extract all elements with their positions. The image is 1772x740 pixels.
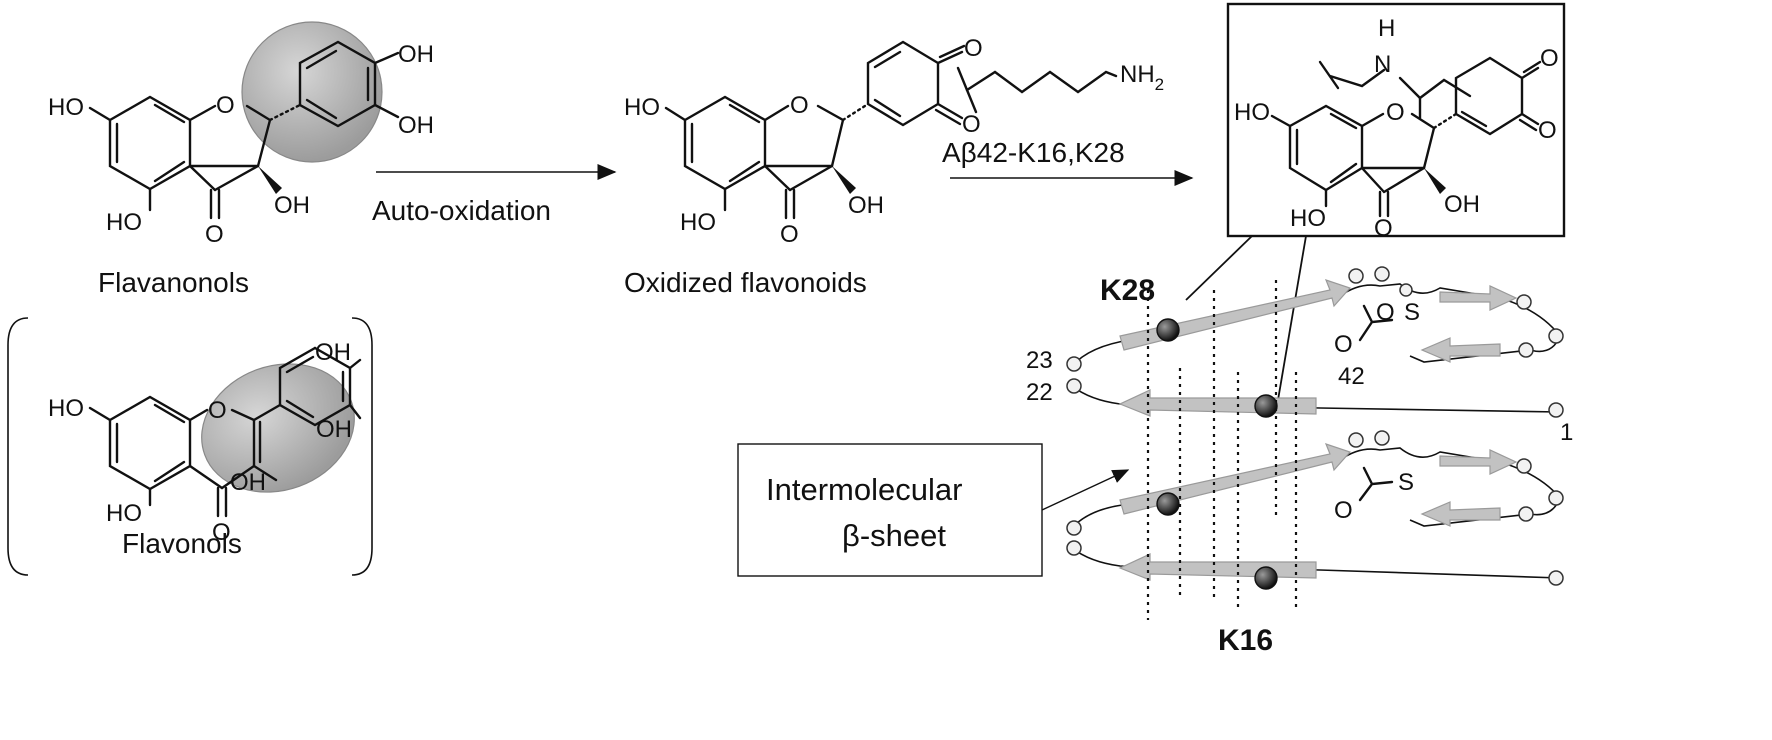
oh-label: OH bbox=[848, 192, 884, 219]
ketone-o-label: O bbox=[205, 221, 224, 248]
quinone-o-label: O bbox=[962, 111, 981, 138]
ketone-o-label: O bbox=[212, 519, 231, 546]
oh-label: OH bbox=[1444, 191, 1480, 218]
h-label: H bbox=[1378, 15, 1395, 42]
quinone-o-label: O bbox=[1540, 45, 1559, 72]
flavonols-label: Flavonols bbox=[122, 528, 242, 559]
residue-23-label: 23 bbox=[1026, 347, 1053, 374]
lysine-sidechain bbox=[956, 66, 1118, 114]
intermolecular-label-line2: β-sheet bbox=[842, 518, 946, 553]
oxidized-flavonoids-label: Oxidized flavonoids bbox=[624, 267, 867, 298]
quinone-o-label: O bbox=[964, 35, 983, 62]
intermolecular-box bbox=[737, 443, 1043, 577]
k28-label: K28 bbox=[1100, 274, 1155, 307]
flavonols-bracket bbox=[7, 317, 373, 576]
ho-label: HO bbox=[106, 209, 142, 236]
carboxyl-o-label: O bbox=[1376, 299, 1395, 326]
carboxyl-o-label: O bbox=[1334, 331, 1353, 358]
residue-1-label: 1 bbox=[1560, 419, 1573, 446]
catechol-highlight bbox=[241, 21, 383, 163]
oh-label: OH bbox=[315, 339, 351, 366]
oxidized-flavonoid-structure: HO O O O OH HO O bbox=[624, 35, 983, 248]
oh-label: OH bbox=[316, 416, 352, 443]
ho-label: HO bbox=[680, 209, 716, 236]
ring-o-label: O bbox=[1386, 99, 1405, 126]
reagent-label: Aβ42-K16,K28 bbox=[942, 137, 1125, 168]
k16-label: K16 bbox=[1218, 624, 1273, 657]
k28-pointer bbox=[1185, 235, 1253, 301]
residue-42-label: 42 bbox=[1338, 363, 1365, 390]
oh-label: OH bbox=[398, 41, 434, 68]
quinone-o-label: O bbox=[1538, 117, 1557, 144]
k16-pointer bbox=[1277, 235, 1307, 401]
oh-label: OH bbox=[230, 469, 266, 496]
ketone-o-label: O bbox=[1374, 215, 1393, 242]
flavonol-structure: HO O OH OH OH HO O bbox=[48, 339, 362, 546]
nh2-label: NH2 bbox=[1120, 61, 1164, 94]
adduct-structure: H N HO O O O OH HO O bbox=[1234, 15, 1559, 242]
ring-o-label: O bbox=[790, 92, 809, 119]
oh-label: OH bbox=[274, 192, 310, 219]
ho-label: HO bbox=[48, 395, 84, 422]
oh-label: OH bbox=[398, 112, 434, 139]
auto-oxidation-label: Auto-oxidation bbox=[372, 195, 551, 226]
carboxyl-o-label: O bbox=[1334, 497, 1353, 524]
ho-label: HO bbox=[1290, 205, 1326, 232]
ring-o-label: O bbox=[208, 397, 227, 424]
intermolecular-arrow bbox=[1041, 469, 1130, 511]
flavanonol-structure: HO O OH OH OH HO O bbox=[48, 21, 434, 248]
fibril-schematic bbox=[1066, 266, 1564, 620]
s-label: S bbox=[1404, 299, 1420, 326]
ring-o-label: O bbox=[216, 92, 235, 119]
flavanonols-label: Flavanonols bbox=[98, 267, 249, 298]
intermolecular-label-line1: Intermolecular bbox=[766, 472, 962, 507]
n-label: N bbox=[1374, 51, 1391, 78]
ketone-o-label: O bbox=[780, 221, 799, 248]
ho-label: HO bbox=[48, 94, 84, 121]
ho-label: HO bbox=[1234, 99, 1270, 126]
catechol-highlight bbox=[201, 363, 355, 493]
residue-22-label: 22 bbox=[1026, 379, 1053, 406]
adduct-box bbox=[1226, 2, 1566, 238]
ho-label: HO bbox=[624, 94, 660, 121]
s-label: S bbox=[1398, 469, 1414, 496]
ho-label: HO bbox=[106, 500, 142, 527]
